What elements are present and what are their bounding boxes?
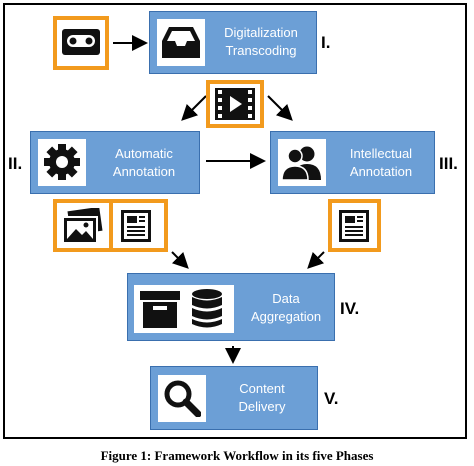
cassette-artifact xyxy=(53,16,109,70)
video-file-artifact xyxy=(206,80,264,128)
arrow-artifacts-to-aggregation xyxy=(171,251,189,269)
phase-automatic-numeral: II. xyxy=(8,154,23,173)
video-file-icon xyxy=(215,88,255,120)
figure-caption: Figure 1: Framework Workflow in its five… xyxy=(100,448,374,463)
document-icon xyxy=(121,210,151,242)
arrow-video-to-intellectual xyxy=(267,95,293,121)
intellectual-artifact xyxy=(328,199,381,252)
users-icon xyxy=(281,146,321,181)
phase-intellectual-numeral: III. xyxy=(439,154,458,173)
document-icon xyxy=(339,210,369,242)
arrow-video-to-automatic xyxy=(181,95,207,121)
search-icon xyxy=(164,380,201,417)
arrow-document-to-aggregation xyxy=(307,251,325,269)
artifact-divider xyxy=(109,203,113,248)
phase-digitalization-numeral: I. xyxy=(321,33,331,52)
gear-icon xyxy=(44,144,80,180)
automatic-artifacts xyxy=(53,199,168,252)
phase-aggregation-numeral: IV. xyxy=(340,299,360,318)
phase-delivery-numeral: V. xyxy=(324,389,339,408)
images-icon xyxy=(62,208,103,244)
cassette-icon xyxy=(62,29,100,55)
database-icon xyxy=(192,289,222,328)
tray-icon xyxy=(162,27,200,58)
diagram-frame xyxy=(3,3,467,439)
archive-box-icon xyxy=(140,291,180,328)
